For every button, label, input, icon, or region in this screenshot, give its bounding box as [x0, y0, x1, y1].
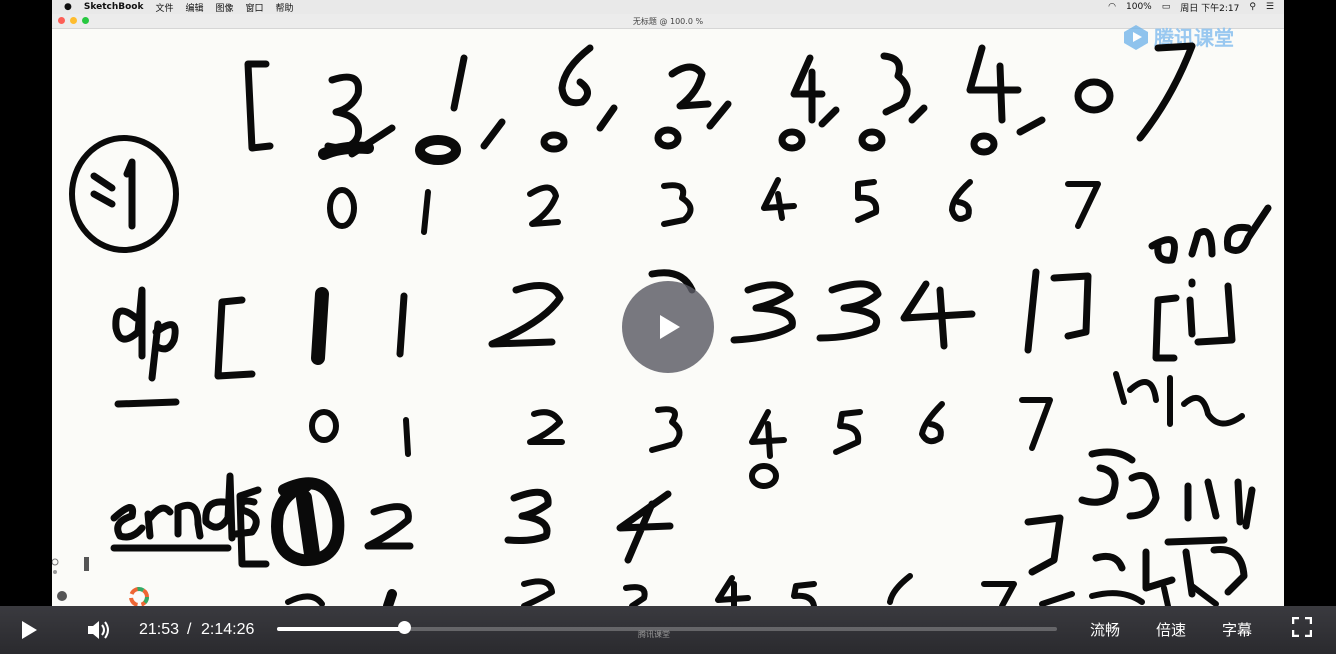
battery-label: 100% — [1126, 2, 1152, 12]
whiteboard-handwriting — [69, 42, 1272, 606]
play-overlay-icon — [660, 315, 680, 339]
play-icon — [22, 621, 37, 639]
volume-button[interactable] — [86, 606, 114, 654]
progress-thumb[interactable] — [398, 621, 411, 634]
minimize-dot — [70, 17, 77, 24]
window-title: 无标题 @ 100.0 % — [632, 16, 704, 26]
fullscreen-icon — [1291, 616, 1313, 638]
mac-menubar: ● SketchBook 文件 编辑 图像 窗口 帮助 ◠ 100% ▭ 周日 … — [52, 0, 1284, 15]
zoom-dot — [82, 17, 89, 24]
sketchbook-tools — [52, 552, 117, 606]
time-separator: / — [187, 621, 192, 638]
color-wheel-icon — [129, 587, 149, 606]
fullscreen-button[interactable] — [1291, 616, 1314, 639]
wifi-icon: ◠ — [1108, 2, 1116, 12]
progress-fill — [277, 627, 404, 631]
video-control-bar: 21:53 / 2:14:26 — [0, 606, 1336, 654]
menu-image: 图像 — [215, 3, 234, 14]
current-time: 21:53 — [139, 621, 180, 638]
apple-icon: ● — [64, 2, 72, 12]
subtitle-button[interactable]: 字幕 — [1222, 621, 1253, 639]
search-icon: ⚲ — [1249, 2, 1256, 12]
menu-help: 帮助 — [275, 3, 294, 14]
big-play-button[interactable] — [622, 281, 714, 373]
speed-button[interactable]: 倍速 — [1156, 621, 1187, 639]
ends-row — [110, 448, 1256, 598]
clock: 周日 下午2:17 — [1180, 3, 1240, 14]
video-watermark: 腾讯课堂 — [638, 630, 670, 639]
menu-list-icon: ☰ — [1265, 2, 1274, 12]
circled-number — [69, 135, 179, 253]
window-titlebar: 无标题 @ 100.0 % — [52, 14, 1284, 29]
progress-track[interactable] — [277, 627, 1057, 631]
tool-icons — [52, 557, 117, 601]
window-controls — [58, 17, 89, 24]
index-row-3 — [285, 573, 1219, 606]
index-row-1 — [327, 177, 1101, 235]
volume-icon — [88, 621, 109, 639]
app-name: SketchBook — [83, 2, 144, 12]
duration: 2:14:26 — [201, 621, 255, 638]
battery-icon: ▭ — [1161, 2, 1171, 12]
video-frame[interactable]: ● SketchBook 文件 编辑 图像 窗口 帮助 ◠ 100% ▭ 周日 … — [52, 0, 1284, 606]
menu-file: 文件 — [155, 3, 174, 14]
logo-mark-icon — [1124, 24, 1148, 50]
play-button[interactable] — [20, 606, 46, 654]
index-row-2 — [309, 371, 1245, 489]
dp-row — [112, 204, 1272, 408]
array-top-row — [244, 42, 1196, 165]
quality-button[interactable]: 流畅 — [1090, 621, 1121, 639]
close-dot — [58, 17, 65, 24]
menu-edit: 编辑 — [185, 3, 204, 14]
menu-window: 窗口 — [245, 3, 264, 14]
